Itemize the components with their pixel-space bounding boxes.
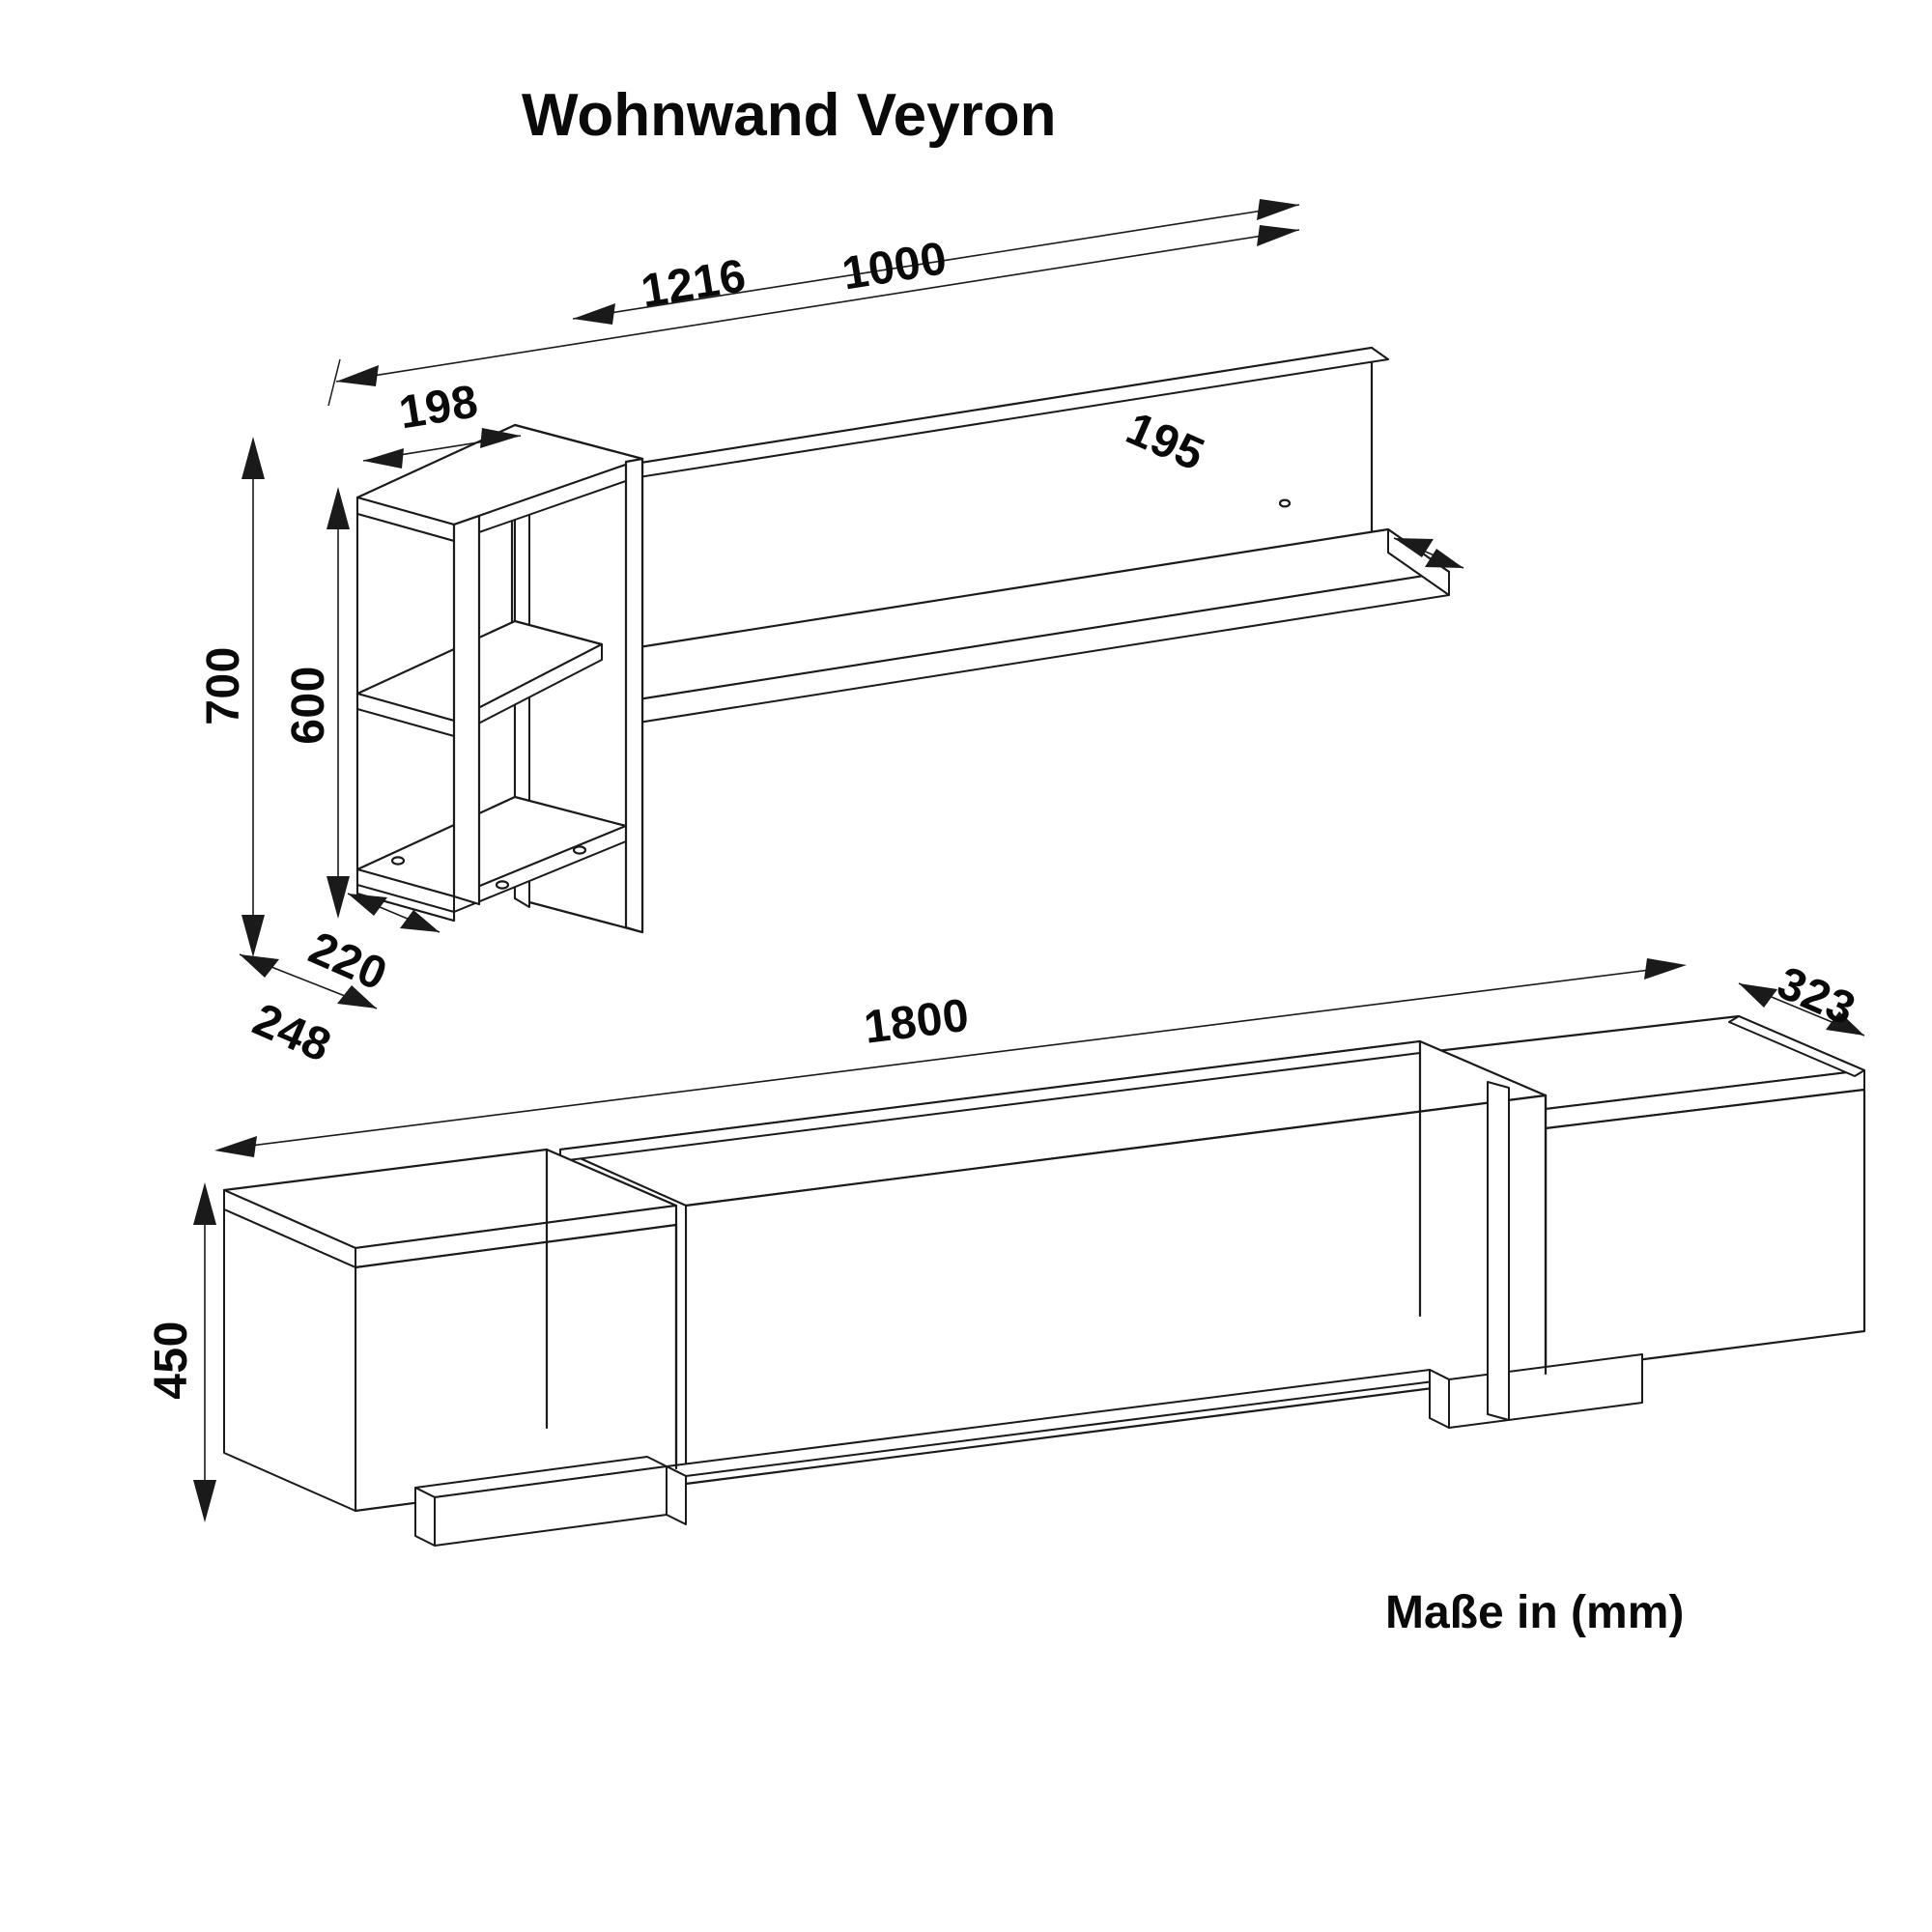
wall-shelf-back-panel xyxy=(510,346,1389,678)
wall-shelf-board xyxy=(526,527,1451,731)
units-caption: Maße in (mm) xyxy=(1385,1587,1685,1638)
wall-cabinet-box xyxy=(355,423,644,934)
dimension-label-450: 450 xyxy=(146,1321,197,1400)
upper-dimension-lines xyxy=(239,199,1464,1009)
dowel-hole-icon xyxy=(572,845,587,855)
dimension-label-700: 700 xyxy=(198,646,249,725)
dimension-label-600: 600 xyxy=(283,666,334,745)
lower-lowboard-geometry xyxy=(222,1014,1866,1547)
dimension-label-198: 198 xyxy=(395,376,482,440)
lowboard-left-section xyxy=(222,1148,678,1513)
dowel-hole-icon xyxy=(1278,498,1292,508)
dowel-hole-icon xyxy=(390,856,406,866)
page-title: Wohnwand Veyron xyxy=(522,82,1057,149)
upper-wall-unit-geometry xyxy=(355,346,1451,934)
dowel-hole-icon xyxy=(495,880,510,890)
lower-dimension-lines xyxy=(193,958,1865,1522)
lowboard-base-rails xyxy=(414,1081,1643,1547)
